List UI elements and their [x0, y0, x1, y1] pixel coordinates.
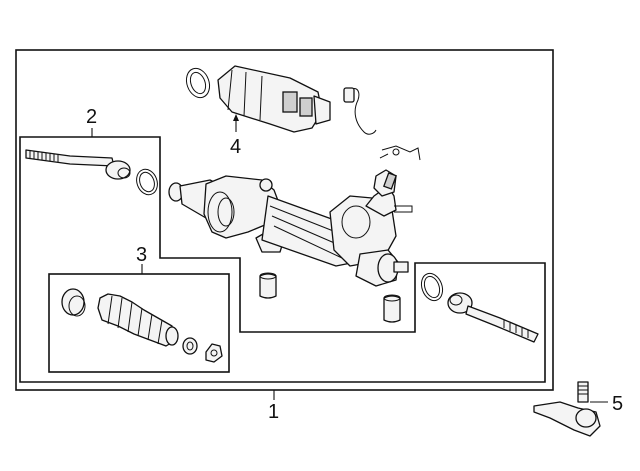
boot-kit — [61, 288, 223, 363]
rack-and-pinion-housing — [168, 169, 413, 287]
callout-2: 2 — [86, 106, 97, 128]
callout-3: 3 — [136, 244, 147, 266]
callout-5: 5 — [612, 393, 623, 415]
assist-motor-part — [185, 65, 421, 161]
inner-tie-rod-frame — [19, 136, 546, 383]
callout-4: 4 — [230, 136, 241, 158]
assembly-frame — [15, 49, 554, 391]
boot-kit-frame — [48, 273, 230, 373]
outer-tie-rod-end — [533, 381, 601, 437]
inner-tie-rod-left — [25, 149, 158, 196]
inner-tie-rod-right — [420, 272, 539, 343]
callout-1: 1 — [268, 401, 279, 423]
rack-bushings — [259, 272, 401, 323]
